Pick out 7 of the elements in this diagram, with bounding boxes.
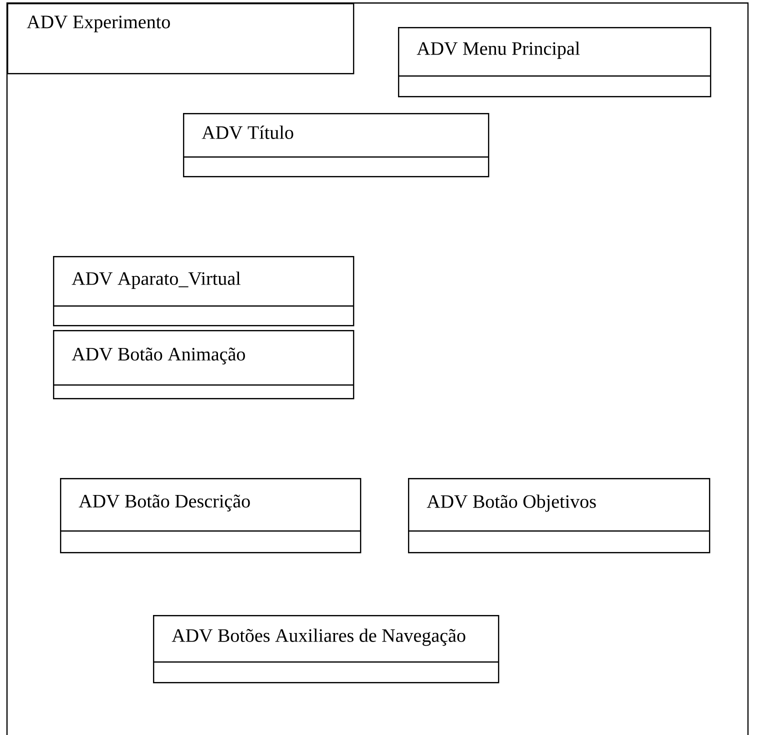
class-box: ADV Menu Principal (398, 27, 712, 98)
class-box: ADV Botão Animação (53, 330, 354, 400)
class-box: ADV Botão Descrição (60, 478, 362, 554)
class-box: ADV Botão Objetivos (408, 478, 710, 554)
class-box: ADV Título (183, 113, 490, 178)
class-box: ADV Botões Auxiliares de Navegação (153, 615, 500, 684)
class-box: ADV Aparato_Virtual (53, 256, 354, 326)
